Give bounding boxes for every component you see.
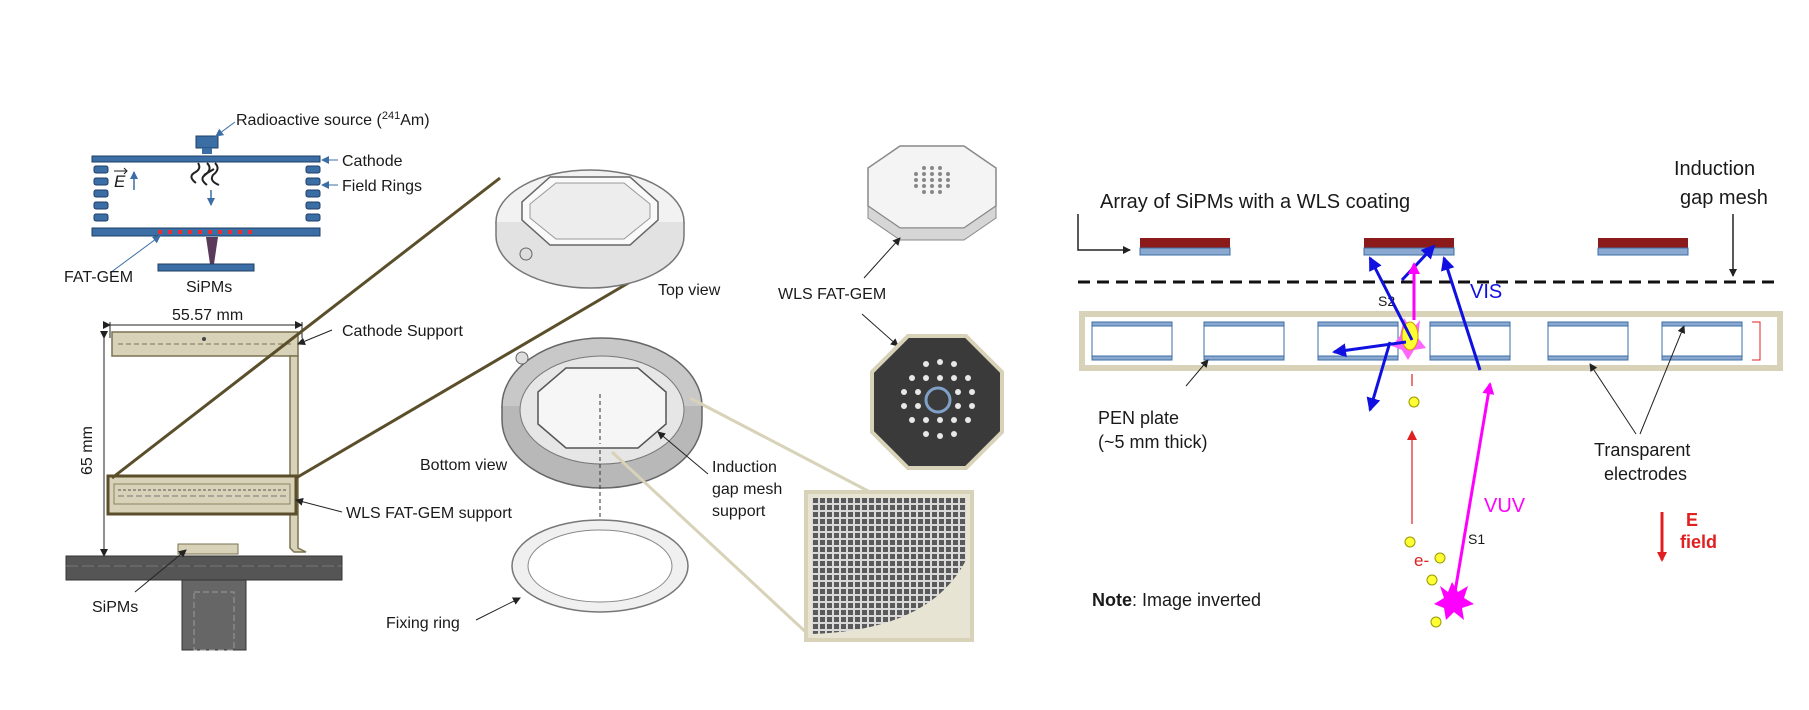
fixing-ring-label: Fixing ring bbox=[386, 615, 460, 632]
electrons bbox=[1404, 396, 1446, 628]
width-dimension: 55.57 mm bbox=[172, 307, 243, 324]
pen-plate-label: PEN plate (~5 mm thick) bbox=[1098, 408, 1208, 452]
fixing-ring bbox=[511, 519, 689, 613]
height-dimension: 65 mm bbox=[79, 426, 96, 475]
mesh-zoom-line-2 bbox=[610, 450, 812, 638]
base-plate bbox=[65, 555, 343, 581]
sipm-array-1 bbox=[1139, 238, 1231, 256]
cathode-label: Cathode bbox=[342, 153, 403, 170]
e-vector-label: E bbox=[114, 172, 126, 191]
top-view-ring bbox=[495, 169, 685, 289]
fat-gem-label: FAT-GEM bbox=[64, 269, 133, 286]
wls-fat-gem-label: WLS FAT-GEM bbox=[778, 286, 886, 303]
zoom-line-bottom bbox=[295, 280, 631, 480]
sipm-array-3 bbox=[1597, 238, 1689, 256]
cathode-support-label: Cathode Support bbox=[342, 323, 464, 340]
cad-drawing: 55.57 mm 65 mm Cathode Support WLS FAT-G… bbox=[65, 307, 513, 651]
electron-label: e- bbox=[1414, 551, 1429, 570]
sipm-array-label: Array of SiPMs with a WLS coating bbox=[1100, 191, 1410, 213]
s1-label: S1 bbox=[1468, 531, 1485, 547]
e-field-label: E field bbox=[1680, 510, 1717, 552]
wls-support-label: WLS FAT-GEM support bbox=[346, 505, 513, 522]
sipm-board bbox=[157, 263, 255, 272]
top-view-label: Top view bbox=[658, 282, 721, 299]
wls-photo bbox=[870, 334, 1004, 470]
radioactive-source-icon bbox=[195, 135, 219, 149]
field-rings-label: Field Rings bbox=[342, 178, 422, 195]
field-rings-right bbox=[305, 165, 321, 222]
rings-assembly: Top view Bottom view Induction gap mesh … bbox=[386, 169, 787, 632]
wls-fat-gem-model bbox=[867, 145, 997, 241]
radioactive-source-label: Radioactive source (241Am) bbox=[236, 110, 430, 129]
vis-label: VIS bbox=[1470, 281, 1502, 303]
sipm-chip bbox=[177, 543, 239, 555]
sipms-schematic-label: SiPMs bbox=[186, 279, 232, 296]
bottom-view-ring bbox=[501, 337, 703, 489]
base-stand bbox=[181, 579, 247, 651]
wls-fat-gem-support bbox=[106, 474, 298, 516]
sipms-cad-label: SiPMs bbox=[92, 599, 138, 616]
field-rings-left bbox=[93, 165, 109, 222]
transparent-electrodes bbox=[1091, 321, 1743, 361]
transparent-electrodes-label: Transparent electrodes bbox=[1594, 440, 1695, 484]
induction-mesh-label: Induction gap mesh bbox=[1674, 158, 1768, 209]
bottom-view-label: Bottom view bbox=[420, 457, 508, 474]
induction-support-label: Induction gap mesh support bbox=[712, 459, 787, 520]
vuv-label: VUV bbox=[1484, 495, 1526, 517]
cathode-plate bbox=[91, 155, 321, 163]
note-text: Note: Image inverted bbox=[1092, 590, 1261, 610]
fat-gem-plate bbox=[91, 227, 321, 237]
s1-flash bbox=[1434, 582, 1474, 620]
mesh-photo bbox=[804, 490, 974, 642]
principle-diagram: Induction gap mesh Array of SiPMs with a… bbox=[1077, 158, 1783, 628]
sipm-array-2 bbox=[1363, 238, 1455, 256]
sipm-stand bbox=[206, 237, 218, 264]
detector-schematic: E Radioactive source (241Am) Cathode Fie… bbox=[64, 110, 430, 296]
mesh-zoom-line-1 bbox=[689, 396, 871, 494]
zoom-line-top bbox=[111, 176, 501, 480]
